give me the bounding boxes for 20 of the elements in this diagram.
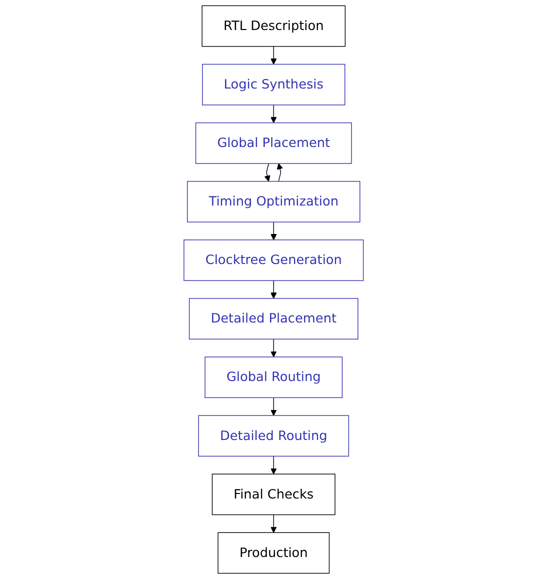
arrow [270,104,277,124]
arrow [264,163,270,182]
node-box: Clocktree Generation [183,240,364,281]
node-box: Detailed Routing [198,415,349,457]
arrow [270,514,277,533]
node-box: Logic Synthesis [202,64,346,106]
arrow [270,222,277,240]
node-box: Global Routing [204,356,342,398]
arrow [270,338,277,358]
arrow [270,456,277,474]
arrow [276,163,283,182]
arrow [270,280,277,299]
node-box: RTL Description [202,5,346,47]
node-box: Timing Optimization [186,180,360,222]
node-box: Global Placement [195,122,352,164]
node-box: Production [218,532,330,574]
node-box: Detailed Placement [188,298,358,340]
arrow [270,397,277,416]
node-box: Final Checks [212,474,336,516]
arrow [270,46,277,65]
